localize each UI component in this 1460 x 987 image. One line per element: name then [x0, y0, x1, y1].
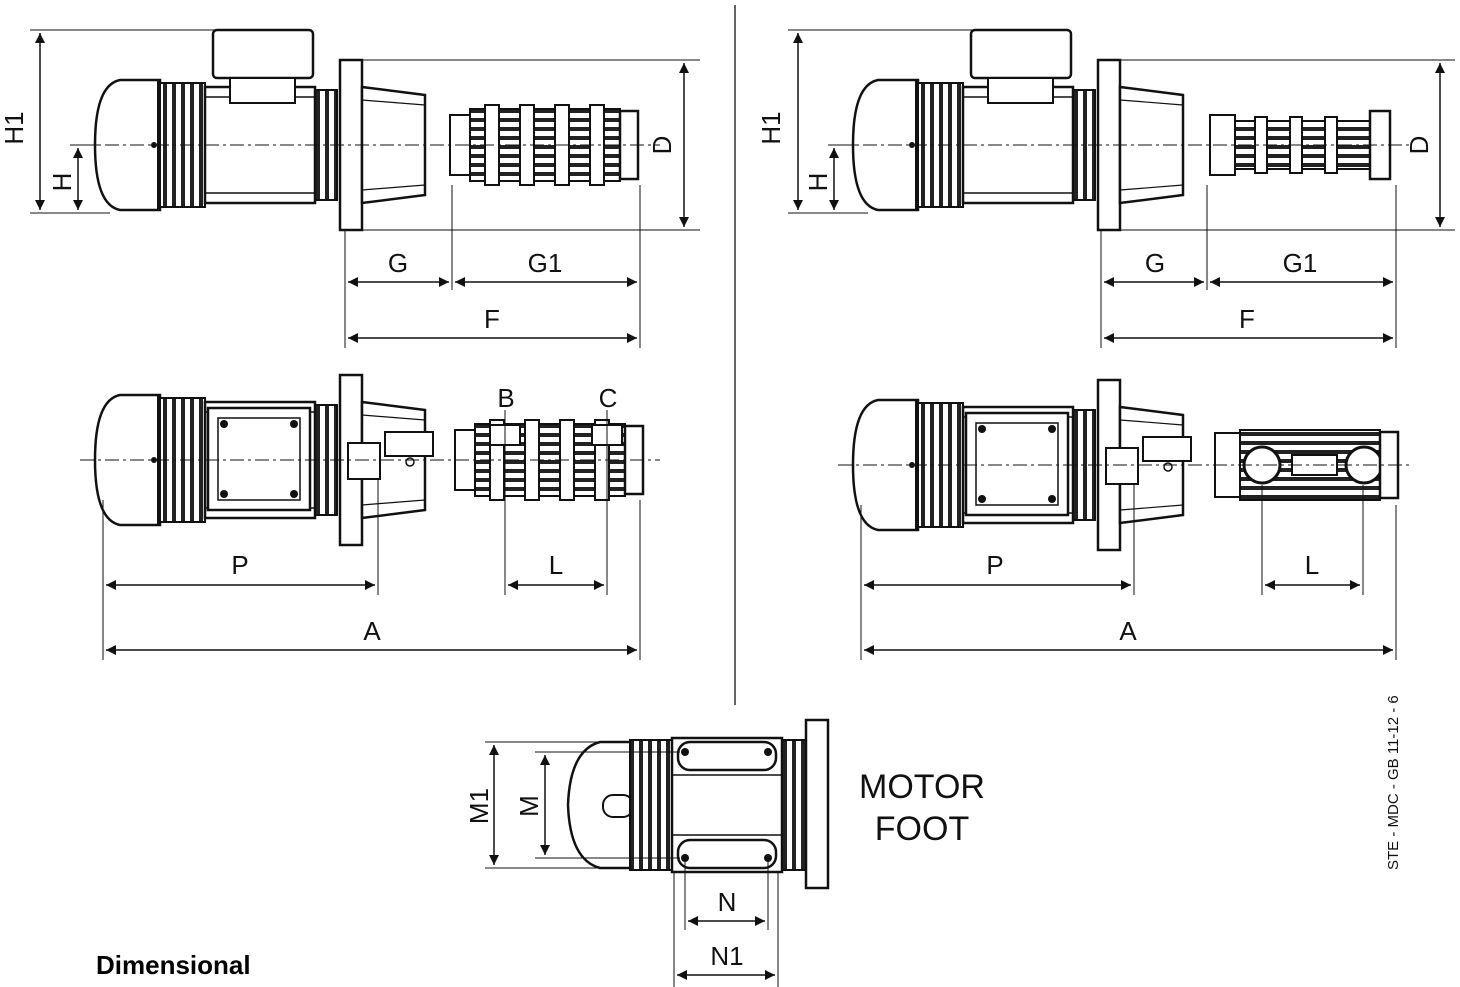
- top-view-short-pump: P L A: [838, 378, 1410, 660]
- side-view-short-pump: H1 H D G G1 F: [756, 28, 1455, 348]
- motor-foot-label-line1: MOTOR: [859, 768, 985, 806]
- dim-label-h-right: H: [803, 173, 833, 192]
- caption-title: Dimensional: [96, 950, 251, 980]
- dim-label-l-right: L: [1305, 550, 1319, 580]
- dim-label-a: A: [363, 616, 381, 646]
- dim-label-f: F: [484, 304, 500, 334]
- top-view-long-pump: B C P L A: [80, 373, 660, 660]
- dim-label-g: G: [388, 248, 408, 278]
- dim-label-g1: G1: [528, 248, 563, 278]
- side-view-long-pump: H1 H D G G1 F: [0, 28, 700, 348]
- dim-label-c: C: [599, 383, 618, 413]
- dim-label-d-right: D: [1404, 136, 1434, 155]
- dim-label-p-right: P: [986, 550, 1003, 580]
- dim-label-a-right: A: [1119, 616, 1137, 646]
- dim-label-n1: N1: [710, 941, 743, 971]
- dim-label-h: H: [47, 173, 77, 192]
- dim-label-f-right: F: [1239, 304, 1255, 334]
- dim-label-g1-right: G1: [1283, 248, 1318, 278]
- dim-label-h1-right: H1: [756, 111, 786, 144]
- dim-label-h1: H1: [0, 111, 29, 144]
- dim-label-g-right: G: [1145, 248, 1165, 278]
- dim-label-b: B: [497, 383, 514, 413]
- motor-foot-label-line2: FOOT: [875, 810, 969, 848]
- dim-label-m1: M1: [464, 788, 494, 824]
- dim-label-d: D: [647, 136, 677, 155]
- dim-label-n: N: [718, 887, 737, 917]
- dim-label-m: M: [514, 795, 544, 817]
- dim-label-p: P: [231, 550, 248, 580]
- document-reference: STE - MDC - GB 11-12 - 6: [1385, 695, 1402, 870]
- motor-foot-view: M1 M N N1 MOTOR FOOT: [464, 718, 985, 987]
- dim-label-l: L: [549, 550, 563, 580]
